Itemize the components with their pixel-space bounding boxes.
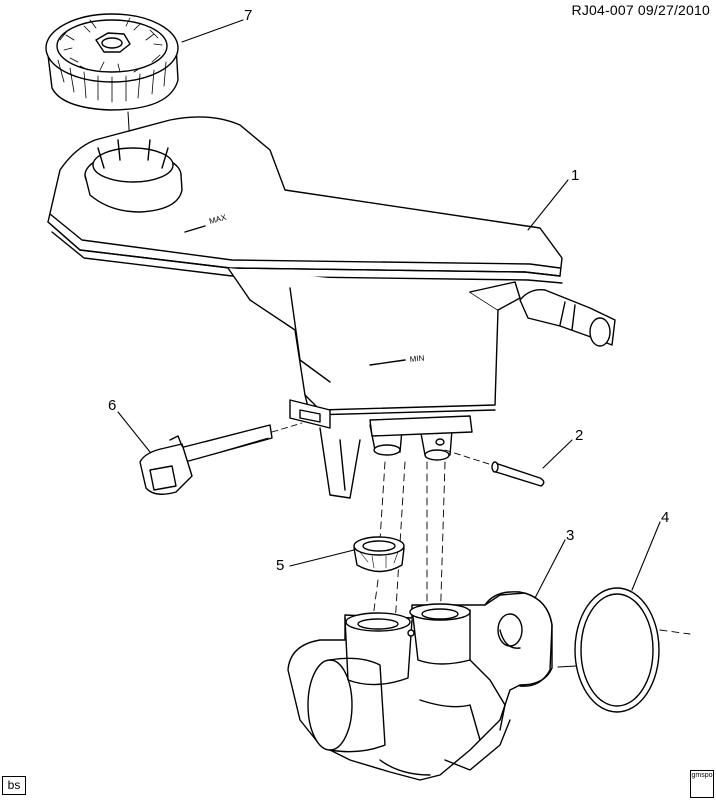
callout-4: 4 [661,509,670,526]
drawing-reference: RJ04-007 09/27/2010 [571,2,710,18]
callout-5: 5 [276,557,285,574]
gmspo-logo-text: gmspo [691,772,713,779]
pin-leader-line [444,449,493,466]
callout-2: 2 [575,427,584,444]
min-mark: MIN [409,353,425,364]
gmspo-logo: gmspo [690,770,714,798]
o-ring-seal [574,587,660,713]
artist-tag: bs [2,776,26,795]
callout-3: 3 [566,527,575,544]
callout-1: 1 [571,167,580,184]
callout-leaders [117,19,661,668]
reservoir-cap [45,13,179,111]
reservoir-grommet [353,536,405,573]
retaining-pin [491,461,545,487]
reservoir-body: MAX MIN [47,116,616,499]
callout-7: 7 [244,7,253,24]
alignment-lines [371,461,691,635]
fluid-level-sensor [139,424,273,495]
callout-6: 6 [108,397,117,414]
sensor-leader-line [271,422,303,433]
master-cylinder [287,591,553,781]
